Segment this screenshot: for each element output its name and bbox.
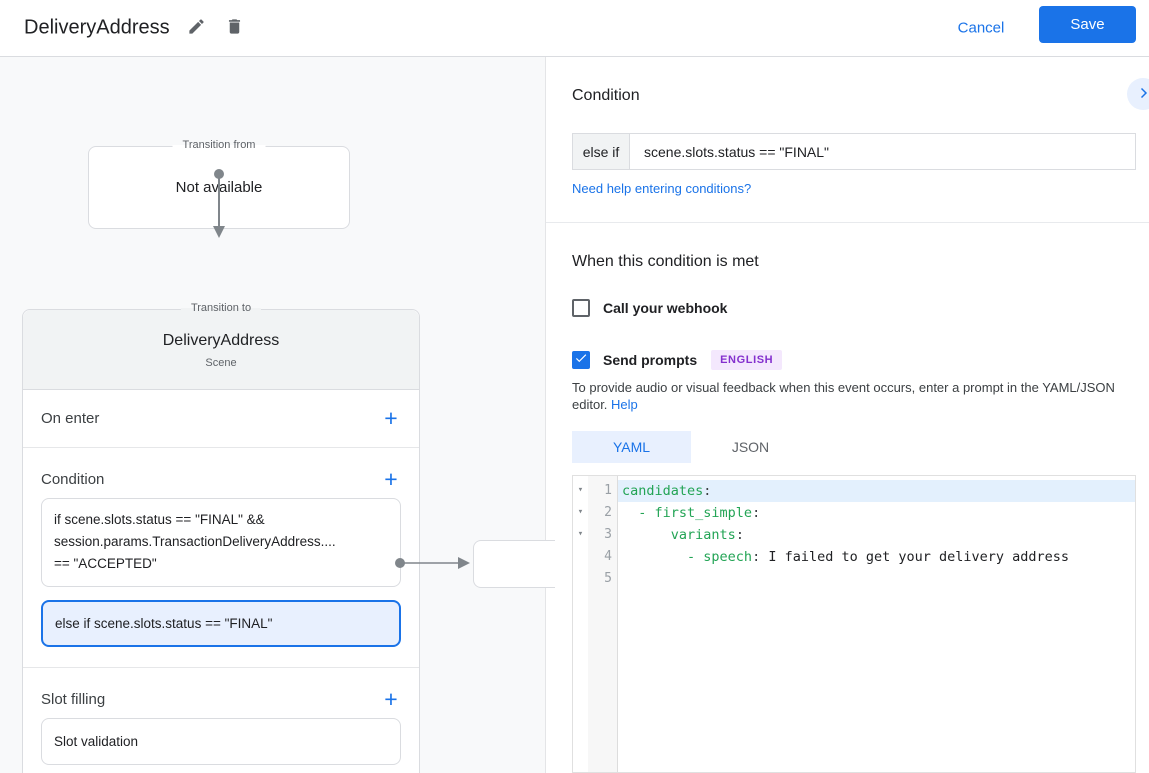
condition-card[interactable]: if scene.slots.status == "FINAL" && sess… [41,498,401,587]
add-on-enter-button[interactable]: + [377,405,405,433]
yaml-code-editor[interactable]: ▾ ▾ ▾ 1 2 3 4 5 candidates: - first_simple: va… [572,475,1136,773]
cancel-button[interactable]: Cancel [948,20,1014,37]
condition-section: Condition + if scene.slots.status == "FI… [23,448,419,668]
transition-from-legend: Transition from [172,139,266,151]
page-title: DeliveryAddress [24,16,170,39]
line-number: 3 [604,527,612,542]
condition-panel-heading: Condition [572,87,640,104]
language-badge: ENGLISH [711,350,783,370]
slot-filling-section: Slot filling + Slot validation Transacti… [23,668,419,773]
webhook-label: Call your webhook [603,300,728,316]
code-token: - first_simple [638,505,753,521]
code-line[interactable]: - first_simple: [618,502,1135,524]
chevron-right-icon [1134,84,1149,105]
scene-type-label: Scene [205,357,237,369]
right-arrow-connector [395,557,470,569]
editor-format-tabs: YAML JSON [572,431,810,463]
fold-toggle [573,546,588,568]
slot-filling-label: Slot filling [41,690,106,708]
tab-json[interactable]: JSON [691,431,810,463]
else-if-label: else if [573,134,630,169]
slot-card-label: Slot validation [54,734,139,749]
code-line[interactable]: candidates: [618,480,1135,502]
condition-line: if scene.slots.status == "FINAL" && [54,512,265,527]
webhook-checkbox[interactable] [572,299,590,317]
fold-toggle[interactable]: ▾ [577,529,584,539]
send-prompts-checkbox[interactable] [572,351,590,369]
webhook-row: Call your webhook [572,299,727,317]
code-line[interactable]: variants: [618,524,1135,546]
transition-target-node[interactable] [473,540,555,588]
code-token [622,505,638,521]
prompt-description: To provide audio or visual feedback when… [572,380,1115,412]
code-token: variants [670,527,736,543]
line-number: 5 [604,571,612,586]
tab-yaml[interactable]: YAML [572,431,691,463]
fold-toggle[interactable]: ▾ [577,507,584,517]
fold-toggle [573,568,588,590]
on-enter-row: On enter + [23,390,419,448]
section-divider [546,222,1149,223]
code-token: : [752,505,761,521]
conditions-help-link[interactable]: Need help entering conditions? [572,181,752,196]
condition-section-label: Condition [41,470,105,488]
code-token: candidates [622,483,704,499]
pencil-icon [187,17,206,39]
delete-scene-button[interactable] [222,16,246,40]
code-token [622,527,671,543]
scene-name: DeliveryAddress [162,332,280,349]
checkmark-icon [574,351,588,370]
code-token: I failed to get your delivery address [760,549,1070,565]
slot-card[interactable]: Slot validation [41,718,401,765]
line-number: 1 [604,483,612,498]
scene-diagram-panel: Transition from Not available Transition… [0,57,546,773]
code-line[interactable]: - speech: I failed to get your delivery … [618,546,1135,568]
editor-line-numbers: 1 2 3 4 5 [588,476,618,772]
down-arrow-connector [213,169,225,238]
top-bar: DeliveryAddress Cancel Save [0,0,1149,57]
line-number: 2 [604,505,612,520]
send-prompts-label: Send prompts [603,352,698,368]
trash-icon [225,17,244,39]
edit-scene-button[interactable] [184,16,208,40]
code-line[interactable] [618,568,1135,590]
condition-input-group: else if [572,133,1136,170]
when-met-heading: When this condition is met [572,253,759,270]
transition-to-node: Transition to DeliveryAddress Scene On e… [22,302,420,773]
transition-to-legend: Transition to [180,302,262,314]
line-number: 4 [604,549,612,564]
code-token: - speech [687,549,753,565]
add-slot-button[interactable]: + [377,685,405,713]
code-token: : [752,549,761,565]
on-enter-label: On enter [41,410,100,427]
editor-fold-gutter: ▾ ▾ ▾ [573,476,588,772]
code-token: : [735,527,744,543]
code-token: : [703,483,712,499]
fold-toggle[interactable]: ▾ [577,485,584,495]
condition-line: else if scene.slots.status == "FINAL" [55,615,273,631]
collapse-panel-button[interactable] [1127,78,1149,110]
condition-expression-input[interactable] [630,134,1135,169]
scene-header: DeliveryAddress Scene [23,310,419,390]
add-condition-button[interactable]: + [377,465,405,493]
save-button[interactable]: Save [1039,6,1136,43]
condition-editor-panel: Condition else if Need help entering con… [546,57,1149,773]
condition-line: == "ACCEPTED" [54,556,157,571]
help-link[interactable]: Help [611,397,638,412]
code-token [622,549,687,565]
editor-code-area[interactable]: candidates: - first_simple: variants: - … [618,476,1135,772]
condition-card-selected[interactable]: else if scene.slots.status == "FINAL" [41,600,401,647]
condition-line: session.params.TransactionDeliveryAddres… [54,534,336,549]
send-prompts-row: Send prompts ENGLISH [572,350,783,370]
